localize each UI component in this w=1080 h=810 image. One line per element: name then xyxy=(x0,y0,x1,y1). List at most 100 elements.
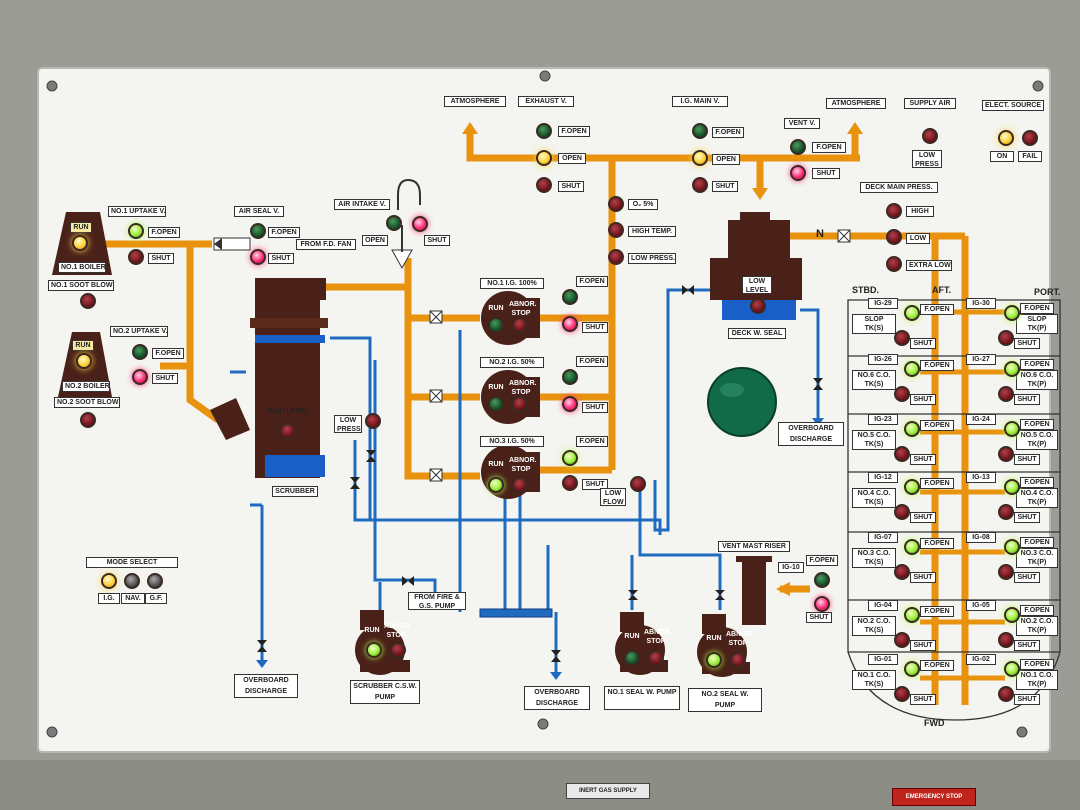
tank-stbd-fopen-label: F.OPEN xyxy=(920,538,954,549)
vent-shut-label: SHUT xyxy=(812,168,840,179)
air-seal-label: AIR SEAL V. xyxy=(234,206,284,217)
tank-port-shut-label: SHUT xyxy=(1014,512,1040,523)
igmain-fopen-label: F.OPEN xyxy=(712,127,744,138)
tank-port-shut-lamp xyxy=(998,564,1014,580)
high-temp-lamp xyxy=(608,222,624,238)
tank-stbd-fopen-lamp xyxy=(904,661,920,677)
air-seal-fopen-label: F.OPEN xyxy=(268,227,300,238)
tank-port-shut-lamp xyxy=(998,330,1014,346)
tank-port-fopen-label: F.OPEN xyxy=(1020,605,1054,616)
no2-soot-lamp xyxy=(80,412,96,428)
supply-air-label: SUPPLY AIR xyxy=(904,98,956,109)
screw-icon xyxy=(539,70,551,82)
tank-stbd-name: NO.2 C.O. TK(S) xyxy=(852,616,896,636)
overboard-mid-label: OVERBOARD DISCHARGE xyxy=(524,686,590,710)
tank-port-id: IG-30 xyxy=(966,298,996,309)
tank-port-name: NO.6 C.O. TK(P) xyxy=(1016,370,1058,390)
elect-fail-label: FAIL xyxy=(1018,151,1042,162)
no2-uptake-fopen-lamp xyxy=(132,344,148,360)
tank-port-fopen-label: F.OPEN xyxy=(1020,419,1054,430)
tank-stbd-fopen-lamp xyxy=(904,361,920,377)
tank-port-id: IG-02 xyxy=(966,654,996,665)
no2-ig-run-lamp xyxy=(488,396,504,412)
no2-ig-fopen-label: F.OPEN xyxy=(576,356,608,367)
deck-low-label: LOW xyxy=(906,233,930,244)
mode-nav-lamp[interactable] xyxy=(124,573,140,589)
igmain-fopen-lamp xyxy=(692,123,708,139)
no1-uptake-fopen-lamp xyxy=(128,223,144,239)
ig10-shut-lamp xyxy=(814,596,830,612)
tank-port-shut-lamp xyxy=(998,386,1014,402)
tank-stbd-id: IG-07 xyxy=(868,532,898,543)
no1-ig-shut-label: SHUT xyxy=(582,322,608,333)
deck-high-lamp xyxy=(886,203,902,219)
exhaust-open-lamp xyxy=(536,150,552,166)
no1-uptake-label: NO.1 UPTAKE V. xyxy=(108,206,166,217)
tank-port-fopen-lamp xyxy=(1004,607,1020,623)
tank-stbd-name: SLOP TK(S) xyxy=(852,314,896,334)
tank-port-fopen-label: F.OPEN xyxy=(1020,477,1054,488)
no1-uptake-shut-label: SHUT xyxy=(148,253,174,264)
mode-ig-lamp[interactable] xyxy=(101,573,117,589)
ig10-fopen-label: F.OPEN xyxy=(806,555,838,566)
no2-ig-shut-label: SHUT xyxy=(582,402,608,413)
igmain-shut-lamp xyxy=(692,177,708,193)
scrubber-label: SCRUBBER xyxy=(272,486,318,497)
tank-stbd-fopen-label: F.OPEN xyxy=(920,304,954,315)
tank-stbd-name: NO.3 C.O. TK(S) xyxy=(852,548,896,568)
vent-shut-lamp xyxy=(790,165,806,181)
no3-ig-label: NO.3 I.G. 50% xyxy=(480,436,544,447)
tank-stbd-name: NO.5 C.O. TK(S) xyxy=(852,430,896,450)
ig10-shut-label: SHUT xyxy=(806,612,832,623)
master-push-button[interactable] xyxy=(708,368,776,436)
tank-stbd-fopen-lamp xyxy=(904,479,920,495)
tank-stbd-fopen-label: F.OPEN xyxy=(920,606,954,617)
no1-ig-run-label: RUN xyxy=(488,305,504,312)
scrubber-high-level-lamp xyxy=(280,423,296,439)
no3-ig-fopen-lamp xyxy=(562,450,578,466)
tank-port-fopen-label: F.OPEN xyxy=(1020,303,1054,314)
low-press-lamp xyxy=(608,249,624,265)
no2-uptake-shut-lamp xyxy=(132,369,148,385)
no3-ig-abnor-label: ABNOR. STOP xyxy=(509,457,537,473)
aft-label: AFT. xyxy=(932,285,951,295)
mode-gf-lamp[interactable] xyxy=(147,573,163,589)
seal2-run-lamp xyxy=(706,652,722,668)
tank-stbd-fopen-lamp xyxy=(904,421,920,437)
emergency-stop-button[interactable]: EMERGENCY STOP xyxy=(892,788,976,806)
tank-port-shut-lamp xyxy=(998,446,1014,462)
no2-ig-label: NO.2 I.G. 50% xyxy=(480,357,544,368)
no1-ig-shut-lamp xyxy=(562,316,578,332)
tank-port-name: NO.4 C.O. TK(P) xyxy=(1016,488,1058,508)
supply-low-press-label: LOW PRESS xyxy=(912,150,942,168)
no2-boiler-run-lamp xyxy=(76,353,92,369)
non-return-symbol: N xyxy=(816,228,824,240)
mode-gf-label: G.F. xyxy=(145,593,167,604)
tank-port-name: NO.1 C.O. TK(P) xyxy=(1016,670,1058,690)
air-intake-open-lamp xyxy=(386,215,402,231)
elect-on-label: ON xyxy=(990,151,1014,162)
tank-stbd-shut-label: SHUT xyxy=(910,394,936,405)
tank-stbd-shut-lamp xyxy=(894,504,910,520)
no1-boiler-run-label: RUN xyxy=(70,222,92,233)
tank-port-fopen-lamp xyxy=(1004,421,1020,437)
scrubber-csw-pump-label: SCRUBBER C.S.W. PUMP xyxy=(350,680,420,704)
no3-ig-run-label: RUN xyxy=(488,461,504,468)
air-intake-shut-lamp xyxy=(412,216,428,232)
seal1-abnor-label: ABNOR. STOP xyxy=(644,629,672,645)
tank-stbd-shut-lamp xyxy=(894,632,910,648)
tank-stbd-shut-lamp xyxy=(894,686,910,702)
vent-mast-riser-label: VENT MAST RISER xyxy=(718,541,790,552)
low-flow-label: LOW FLOW xyxy=(600,488,626,506)
vent-mast-shape xyxy=(742,560,766,625)
tank-stbd-id: IG-01 xyxy=(868,654,898,665)
valve-icon xyxy=(257,285,823,662)
no2-ig-stop-lamp xyxy=(512,396,528,412)
inert-gas-lines xyxy=(100,132,1005,705)
tank-stbd-id: IG-26 xyxy=(868,354,898,365)
no1-ig-abnor-label: ABNOR. STOP xyxy=(509,301,537,317)
air-seal-shut-label: SHUT xyxy=(268,253,294,264)
igmain-open-lamp xyxy=(692,150,708,166)
tank-port-id: IG-08 xyxy=(966,532,996,543)
screw-icon xyxy=(1032,80,1044,92)
